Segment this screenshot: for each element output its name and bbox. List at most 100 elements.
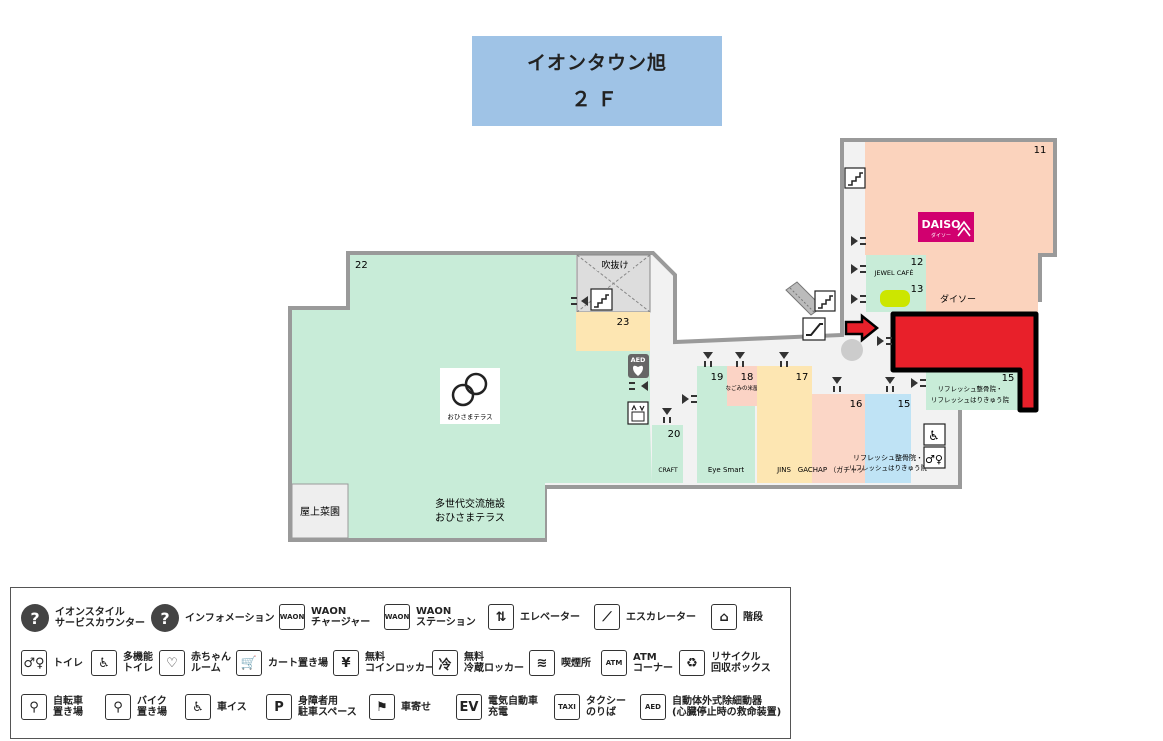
legend-icon: 冷 xyxy=(432,650,458,676)
legend-label: 多機能 トイレ xyxy=(123,652,153,674)
store-17-name: GACHAP （ガチャップ） xyxy=(798,465,878,474)
escalator-icon[interactable] xyxy=(802,317,826,341)
store-13-kiosk[interactable] xyxy=(880,290,910,307)
legend-item: 🛒カート置き場 xyxy=(236,650,328,676)
store-23-area[interactable] xyxy=(576,312,650,351)
legend-icon: WAON xyxy=(384,604,410,630)
toilet-glyph: ♂♀ xyxy=(925,453,943,466)
legend-item: TAXI タクシー のりば xyxy=(554,694,626,720)
legend-label: 車寄せ xyxy=(401,701,431,713)
legend-label: 無料 コインロッカー xyxy=(365,652,435,674)
floor-title-box: イオンタウン旭 ２Ｆ xyxy=(472,36,722,126)
highlight-location xyxy=(890,311,1039,413)
store-19-area[interactable] xyxy=(727,366,757,406)
store-15-number: 15 xyxy=(1002,373,1015,384)
legend-label: 電気自動車 充電 xyxy=(488,696,538,718)
legend-label: 無料 冷蔵ロッカー xyxy=(464,652,524,674)
atrium-label: 吹抜け xyxy=(601,259,628,271)
legend-icon: ≋ xyxy=(529,650,555,676)
info-point[interactable] xyxy=(841,339,863,361)
legend-item: ♂♀トイレ xyxy=(21,650,83,676)
legend-icon: TAXI xyxy=(554,694,580,720)
legend-item: ♿多機能 トイレ xyxy=(91,650,153,676)
legend-icon: ⇅ xyxy=(488,604,514,630)
legend-label: タクシー のりば xyxy=(586,696,626,718)
legend-icon: ⚲ xyxy=(105,694,131,720)
store-15-name-line2: リフレッシュはりきゅう院 xyxy=(931,395,1010,404)
store-15-name-line1: リフレッシュ整骨院・ xyxy=(938,384,1003,393)
legend-label: 喫煙所 xyxy=(561,657,591,669)
entrance-markers xyxy=(571,236,926,423)
elevator-icon[interactable] xyxy=(627,401,649,425)
store-16-area[interactable] xyxy=(865,394,911,483)
rooftop-garden-area[interactable] xyxy=(291,483,349,539)
daiso-logo-box xyxy=(918,212,974,242)
legend-icon: ⚑ xyxy=(369,694,395,720)
store-19-name-line1: なごみの米屋 xyxy=(725,384,759,392)
store-20-number: 19 xyxy=(711,372,724,383)
legend-label: イオンスタイル サービスカウンター xyxy=(55,607,145,629)
store-22-name-line2: おひさまテラス xyxy=(435,512,505,524)
aed-icon[interactable]: AED xyxy=(628,354,649,378)
legend-item: ⇅ エレベーター xyxy=(488,604,580,630)
aed-icon-label: AED xyxy=(631,356,646,364)
legend-label: WAON チャージャー xyxy=(311,606,371,628)
legend-label: WAON ステーション xyxy=(416,606,476,628)
legend-label: 赤ちゃん ルーム xyxy=(191,652,231,674)
store-21-name: CRAFT xyxy=(658,467,678,474)
store-16-number: 15 xyxy=(898,399,911,410)
daiso-logo: DAISO xyxy=(921,218,960,231)
legend-item: WAON WAON ステーション xyxy=(384,604,476,630)
store-23-number: 23 xyxy=(617,317,630,328)
legend-label: カート置き場 xyxy=(268,657,328,669)
legend-item: ⚑ 車寄せ xyxy=(369,694,431,720)
store-20-name: Eye Smart xyxy=(708,466,745,474)
store-17-area[interactable] xyxy=(812,394,865,483)
multipurpose-toilet-icon[interactable]: ♿ xyxy=(923,423,946,446)
legend-label: 車イス xyxy=(217,701,247,713)
store-11-number: 11 xyxy=(1034,145,1047,156)
atrium-label-bg xyxy=(597,258,633,271)
floor-label: ２Ｆ xyxy=(571,87,623,111)
ohisama-logo-ring-1 xyxy=(451,383,475,407)
legend-icon: ⚲ xyxy=(21,694,47,720)
store-12-area[interactable] xyxy=(866,255,926,282)
legend-label: エスカレーター xyxy=(626,611,696,623)
legend-item: 冷無料 冷蔵ロッカー xyxy=(432,650,524,676)
legend-item: ⚲ 自転車 置き場 xyxy=(21,694,83,720)
store-15-area[interactable] xyxy=(926,370,1020,410)
legend-item: ⚲ バイク 置き場 xyxy=(105,694,167,720)
store-18-area[interactable] xyxy=(757,366,812,483)
store-17-number: 16 xyxy=(850,399,863,410)
atrium-cross-2 xyxy=(576,254,651,313)
store-21-area[interactable] xyxy=(652,425,683,483)
legend-item: ♻リサイクル 回収ボックス xyxy=(679,650,771,676)
store-12-name: JEWEL CAFÉ xyxy=(873,268,913,277)
stairs-icon[interactable] xyxy=(814,290,836,312)
legend-item: ¥ 無料 コインロッカー xyxy=(333,650,435,676)
legend-icon: ? xyxy=(21,604,49,632)
legend-label: リサイクル 回収ボックス xyxy=(711,652,771,674)
escalator-steps xyxy=(789,287,815,313)
legend-icon: P xyxy=(266,694,292,720)
stairs-icon[interactable] xyxy=(590,288,613,311)
legend-label: 自転車 置き場 xyxy=(53,696,83,718)
legend-icon: ¥ xyxy=(333,650,359,676)
legend-icon: WAON xyxy=(279,604,305,630)
legend-item: ♡赤ちゃん ルーム xyxy=(159,650,231,676)
legend-item: WAON WAON チャージャー xyxy=(279,604,370,630)
toilet-icon[interactable]: ♂♀ xyxy=(923,446,946,469)
legend-label: エレベーター xyxy=(520,611,580,623)
store-13-number: 13 xyxy=(911,284,924,295)
legend-item: ⌂階段 xyxy=(711,604,763,630)
store-name: イオンタウン旭 xyxy=(526,52,667,74)
legend-label: バイク 置き場 xyxy=(137,696,167,718)
legend-item: ♿車イス xyxy=(185,694,247,720)
legend-label: トイレ xyxy=(53,657,83,669)
store-22-name-line1: 多世代交流施設 xyxy=(435,497,505,510)
stairs-icon[interactable] xyxy=(844,167,866,189)
store-21-number: 20 xyxy=(668,429,681,440)
